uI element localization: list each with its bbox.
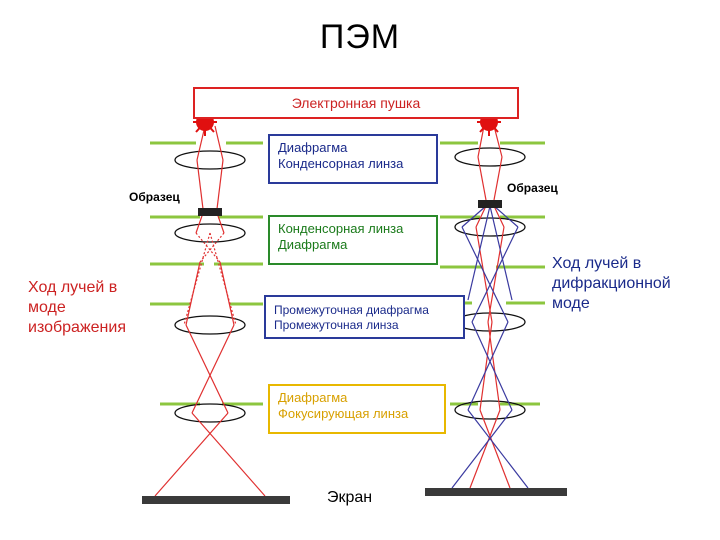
left-rays [154,125,266,497]
image-mode-label: Ход лучей в моде изображения [28,278,158,338]
label-line: Ход лучей в [552,255,642,272]
condenser-lens [454,147,526,167]
sample-label-left: Образец [129,190,180,204]
label-line: Ход лучей в [28,279,118,296]
page-title: ПЭМ [319,18,401,56]
focusing-box: Диафрагма Фокусирующая линза [268,384,446,434]
objective-lens [174,223,246,243]
left-apertures [150,141,263,406]
condenser-lens [174,150,246,170]
right-column [425,108,567,496]
condenser-top-box: Диафрагма Конденсорная линза [268,134,438,184]
box-line: Конденсорная линза [278,156,404,171]
box-line: Диафрагма [278,140,348,155]
screen-label: Экран [327,489,373,506]
label-line: дифракционной [552,275,671,292]
left-screen [142,496,290,504]
right-screen [425,488,567,496]
label-line: моде [552,295,590,312]
projector-lens [454,400,526,420]
box-line: Промежуточная линза [274,318,399,332]
left-lenses [174,150,246,423]
projector-lens [174,403,246,423]
right-sample [478,200,502,208]
box-line: Промежуточная диафрагма [274,303,429,317]
objective-lens [454,217,526,237]
box-line: Диафрагма [278,237,348,252]
electron-gun-box: Электронная пушка [193,87,519,119]
intermediate-box: Промежуточная диафрагма Промежуточная ли… [264,295,465,339]
box-line: Конденсорная линза [278,221,404,236]
left-sample [198,208,222,216]
intermediate-lens [174,315,246,335]
box-line: Фокусирующая линза [278,406,409,421]
intermediate-lens [454,312,526,332]
left-column [142,108,290,504]
diffraction-mode-label: Ход лучей в дифракционной моде [552,254,720,314]
box-line: Диафрагма [278,390,348,405]
sample-label-right: Образец [507,181,558,195]
label-line: моде [28,299,66,316]
condenser-bottom-box: Конденсорная линза Диафрагма [268,215,438,265]
label-line: изображения [28,319,126,336]
right-rays [451,125,529,489]
